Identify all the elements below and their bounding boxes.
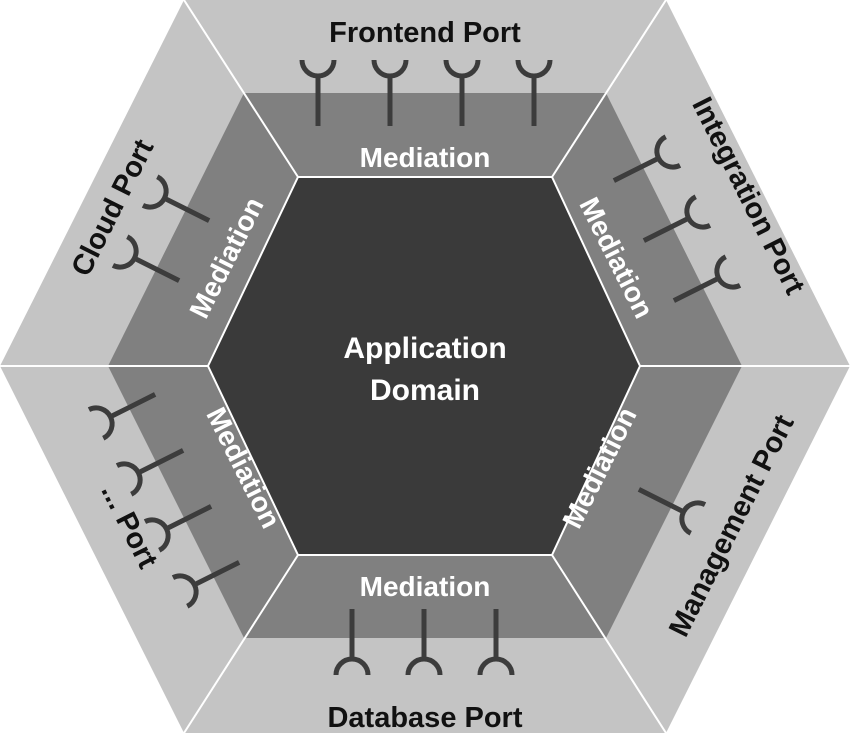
divider-bottom-right	[551, 554, 667, 733]
divider-top-left	[183, 0, 299, 178]
core-label-line2: Domain	[370, 374, 480, 407]
frontend-port-label: Frontend Port	[329, 17, 521, 49]
port-connector-lower-right-1	[637, 487, 707, 536]
port-connector-lower-left-2	[115, 448, 185, 497]
port-connector-lower-left-4	[171, 560, 241, 609]
port-connector-lower-left-1	[87, 392, 157, 441]
port-connector-bottom-3	[477, 609, 515, 676]
port-connector-top-4	[515, 59, 553, 126]
port-connector-upper-left-1	[141, 174, 211, 223]
core-label-line1: Application	[343, 332, 506, 365]
port-connector-top-2	[371, 59, 409, 126]
port-connector-bottom-2	[405, 609, 443, 676]
mediation-label-top: Mediation	[360, 142, 491, 173]
mediation-label-bottom: Mediation	[360, 571, 491, 602]
port-connector-upper-left-2	[111, 234, 181, 283]
port-connector-upper-right-2	[642, 194, 712, 243]
port-connector-top-3	[443, 59, 481, 126]
application-domain-core	[206, 176, 642, 556]
divider-top-right	[551, 0, 667, 178]
database-port-label: Database Port	[327, 702, 522, 733]
divider-bottom-left	[183, 554, 299, 733]
port-connector-lower-left-3	[143, 504, 213, 553]
port-connector-upper-right-3	[672, 254, 742, 303]
port-connector-upper-right-1	[612, 134, 682, 183]
port-connector-top-1	[299, 59, 337, 126]
port-connectors	[87, 59, 742, 676]
port-connector-bottom-1	[333, 609, 371, 676]
